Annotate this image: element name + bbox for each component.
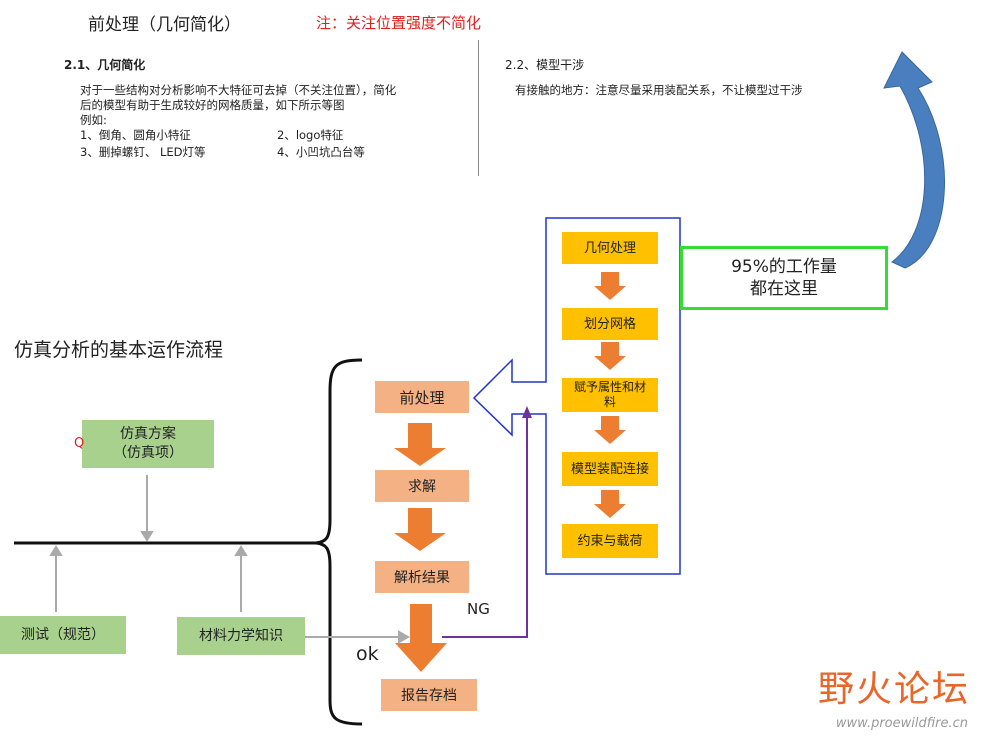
example-item: 1、倒角、圆角小特征 (80, 128, 191, 142)
example-item: 2、logo特征 (277, 128, 344, 142)
step-mesh: 划分网格 (562, 308, 658, 340)
down-arrow-icon (394, 508, 446, 551)
down-arrow-icon (140, 531, 154, 542)
example-item: 3、删掉螺钉、 LED灯等 (80, 145, 206, 159)
up-arrow-icon (522, 406, 532, 418)
forum-watermark: 野火论坛 (817, 669, 970, 710)
ng-return-line (442, 416, 528, 638)
step-constraints: 约束与载荷 (562, 524, 658, 558)
down-arrow-icon (594, 490, 626, 518)
ng-label: NG (467, 600, 490, 618)
workload-line-2: 都在这里 (750, 279, 818, 299)
geometry-desc-1: 对于一些结构对分析影响不大特征可去掉（不关注位置），简化 (80, 83, 397, 97)
flow-step-solve: 求解 (375, 470, 469, 502)
flow-step-report: 报告存档 (381, 679, 477, 711)
mechanics-box: 材料力学知识 (177, 617, 305, 655)
flow-arrows (394, 423, 447, 672)
curly-brace (315, 358, 363, 726)
flow-title: 仿真分析的基本运作流程 (14, 339, 224, 361)
preprocess-group-arrow (472, 217, 681, 575)
flow-step-results: 解析结果 (375, 561, 469, 593)
plan-line-1: 仿真方案 (120, 426, 176, 442)
down-arrow-icon (395, 604, 447, 672)
plan-marker: Q (74, 436, 85, 451)
workload-callout: 95%的工作量 都在这里 (680, 246, 888, 310)
interference-heading: 2.2、模型干涉 (505, 58, 585, 72)
watermark-url: www.proewildfire.cn (835, 716, 968, 731)
step-properties: 赋予属性和材料 (562, 378, 658, 412)
interference-desc: 有接触的地方：注意尽量采用装配关系，不让模型过干涉 (515, 83, 803, 97)
simulation-plan-box: 仿真方案 （仿真项） (82, 420, 214, 468)
plan-line-2: （仿真项） (113, 445, 183, 461)
step-arrows (594, 272, 626, 518)
down-arrow-icon (594, 416, 626, 444)
up-arrow-icon (234, 545, 248, 556)
geometry-desc-2: 后的模型有助于生成较好的网格质量，如下所示等图 (80, 98, 345, 112)
down-arrow-icon (394, 423, 446, 466)
page-title: 前处理（几何简化） (88, 15, 241, 35)
workload-line-1: 95%的工作量 (731, 257, 837, 277)
step-assembly: 模型装配连接 (562, 452, 658, 486)
example-item: 4、小凹坑凸台等 (277, 145, 365, 159)
strength-note: 注：关注位置强度不简化 (316, 14, 482, 32)
up-arrow-icon (49, 545, 63, 556)
section-divider (478, 40, 479, 176)
down-arrow-icon (594, 272, 626, 300)
geometry-heading: 2.1、几何简化 (64, 58, 146, 72)
flow-step-preprocess: 前处理 (375, 381, 469, 413)
ok-label: ok (356, 643, 379, 665)
curved-arrow-icon (883, 51, 945, 269)
step-geometry: 几何处理 (562, 232, 658, 264)
down-arrow-icon (594, 342, 626, 370)
example-label: 例如: (80, 113, 107, 127)
right-arrow-icon (398, 630, 411, 644)
test-spec-box: 测试（规范） (0, 616, 126, 654)
